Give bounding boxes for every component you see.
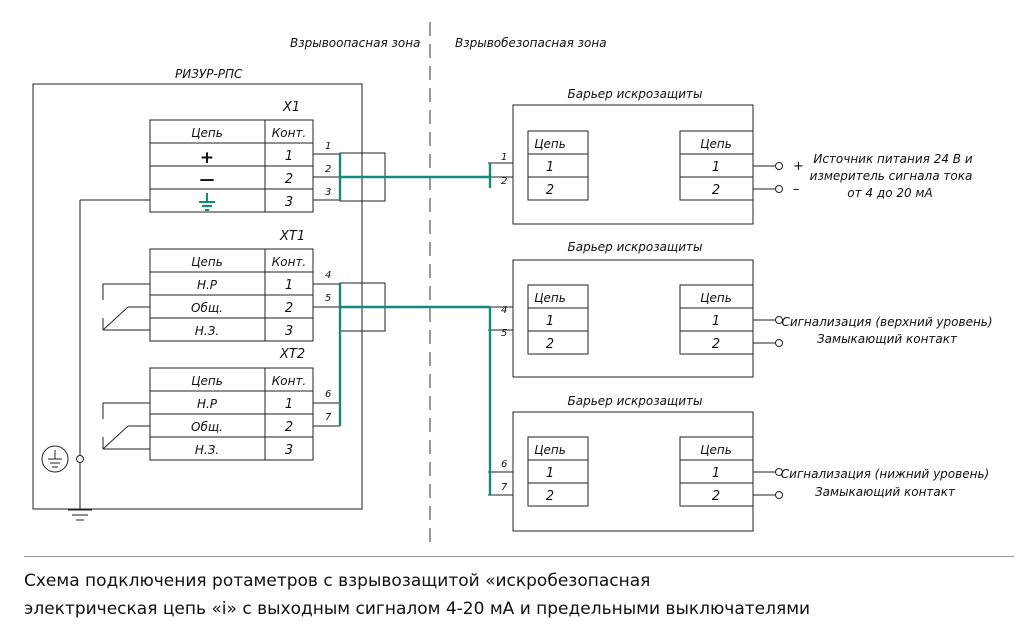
barrier-header: Цепь (700, 137, 732, 151)
terminal-number: 3 (325, 187, 331, 198)
table-header-contact: Конт. (272, 255, 307, 269)
terminal-number: 7 (501, 482, 508, 493)
zone-label-safe: Взрывобезопасная зона (455, 36, 607, 50)
switch-contact-icon (102, 283, 150, 331)
circuit-cell: Общ. (191, 420, 223, 434)
zone-label-hazardous: Взрывоопасная зона (290, 36, 420, 50)
wiring-diagram: Взрывоопасная зона Взрывобезопасная зона… (32, 22, 993, 546)
barrier-cell: 2 (546, 183, 554, 198)
circuit-cell: Н.З. (195, 443, 219, 457)
output-label: Источник питания 24 В и (813, 152, 973, 166)
output-label: измеритель сигнала тока (810, 169, 973, 183)
ground-icon (199, 193, 215, 211)
block-title-x1: X1 (282, 100, 300, 115)
barrier-cell: 1 (712, 314, 720, 329)
contact-cell: 2 (285, 420, 293, 435)
barrier-box (512, 259, 783, 378)
output-label: Сигнализация (верхний уровень) (781, 315, 992, 329)
table-header-circuit: Цепь (191, 374, 223, 388)
barrier-cell: 1 (712, 160, 720, 175)
barrier-box (512, 411, 783, 532)
terminal-number: 5 (501, 328, 507, 339)
lead-lines (79, 152, 513, 510)
field-wires (338, 154, 492, 495)
protective-earth-icon (41, 445, 69, 473)
terminal-number: 6 (501, 459, 507, 470)
terminal-number: 2 (325, 164, 331, 175)
contact-cell: 2 (285, 172, 293, 187)
output-label: Замыкающий контакт (815, 485, 956, 499)
terminal-table-xt2 (149, 367, 314, 461)
contact-cell: 1 (285, 278, 293, 293)
barrier-cell: 2 (712, 489, 720, 504)
barrier-cell: 1 (546, 314, 554, 329)
barrier-header: Цепь (700, 291, 732, 305)
terminal-number: 5 (325, 293, 331, 304)
contact-cell: 3 (285, 443, 293, 458)
circuit-cell: Н.З. (195, 324, 219, 338)
switch-contact-icon (102, 402, 150, 450)
barrier-cell: 1 (546, 466, 554, 481)
polarity-minus: – (793, 182, 800, 197)
contact-cell: 2 (285, 301, 293, 316)
terminal-number: 2 (501, 176, 507, 187)
terminal-number: 4 (325, 270, 331, 281)
contact-cell: 1 (285, 149, 293, 164)
barrier-cell: 2 (712, 337, 720, 352)
contact-cell: 3 (285, 324, 293, 339)
output-label: Замыкающий контакт (817, 332, 958, 346)
device-title: РИЗУР-РПС (175, 67, 243, 81)
barrier-box (512, 104, 783, 225)
barrier-title: Барьер искрозащиты (568, 87, 703, 101)
block-title-xt2: XT2 (279, 347, 305, 362)
circuit-cell: Н.Р (197, 278, 218, 292)
output-label: Сигнализация (нижний уровень) (781, 467, 989, 481)
contact-cell: 3 (285, 195, 293, 210)
terminal-table-x1 (149, 119, 314, 213)
barrier-header: Цепь (700, 443, 732, 457)
table-header-contact: Конт. (272, 374, 307, 388)
circuit-cell: Н.Р (197, 397, 218, 411)
table-header-contact: Конт. (272, 126, 307, 140)
terminal-number: 6 (325, 389, 331, 400)
table-header-circuit: Цепь (191, 255, 223, 269)
terminal-number: 7 (325, 412, 332, 423)
terminal-table-xt1 (149, 248, 314, 342)
barrier-header: Цепь (534, 291, 566, 305)
terminal-number: 1 (325, 141, 331, 152)
barrier-cell: 2 (546, 489, 554, 504)
figure-caption: Схема подключения ротаметров с взрывозащ… (24, 556, 1014, 631)
terminal-number: 1 (501, 152, 507, 163)
ground-icon (68, 455, 92, 521)
barrier-title: Барьер искрозащиты (568, 394, 703, 408)
barrier-header: Цепь (534, 443, 566, 457)
barrier-cell: 1 (546, 160, 554, 175)
contact-cell: 1 (285, 397, 293, 412)
terminal-number: 4 (501, 305, 507, 316)
device-enclosure (32, 83, 363, 510)
barrier-header: Цепь (534, 137, 566, 151)
block-title-xt1: XT1 (279, 229, 305, 244)
barrier-cell: 1 (712, 466, 720, 481)
output-label: от 4 до 20 мА (847, 186, 932, 200)
barrier-title: Барьер искрозащиты (568, 240, 703, 254)
plus-sign: + (200, 148, 214, 168)
minus-sign: — (200, 170, 215, 188)
caption-line-1: Схема подключения ротаметров с взрывозащ… (24, 571, 651, 591)
circuit-cell: Общ. (191, 301, 223, 315)
barrier-cell: 2 (546, 337, 554, 352)
barrier-cell: 2 (712, 183, 720, 198)
polarity-plus: + (793, 159, 804, 174)
table-header-circuit: Цепь (191, 126, 223, 140)
caption-line-2: электрическая цепь «i» с выходным сигнал… (24, 599, 811, 619)
